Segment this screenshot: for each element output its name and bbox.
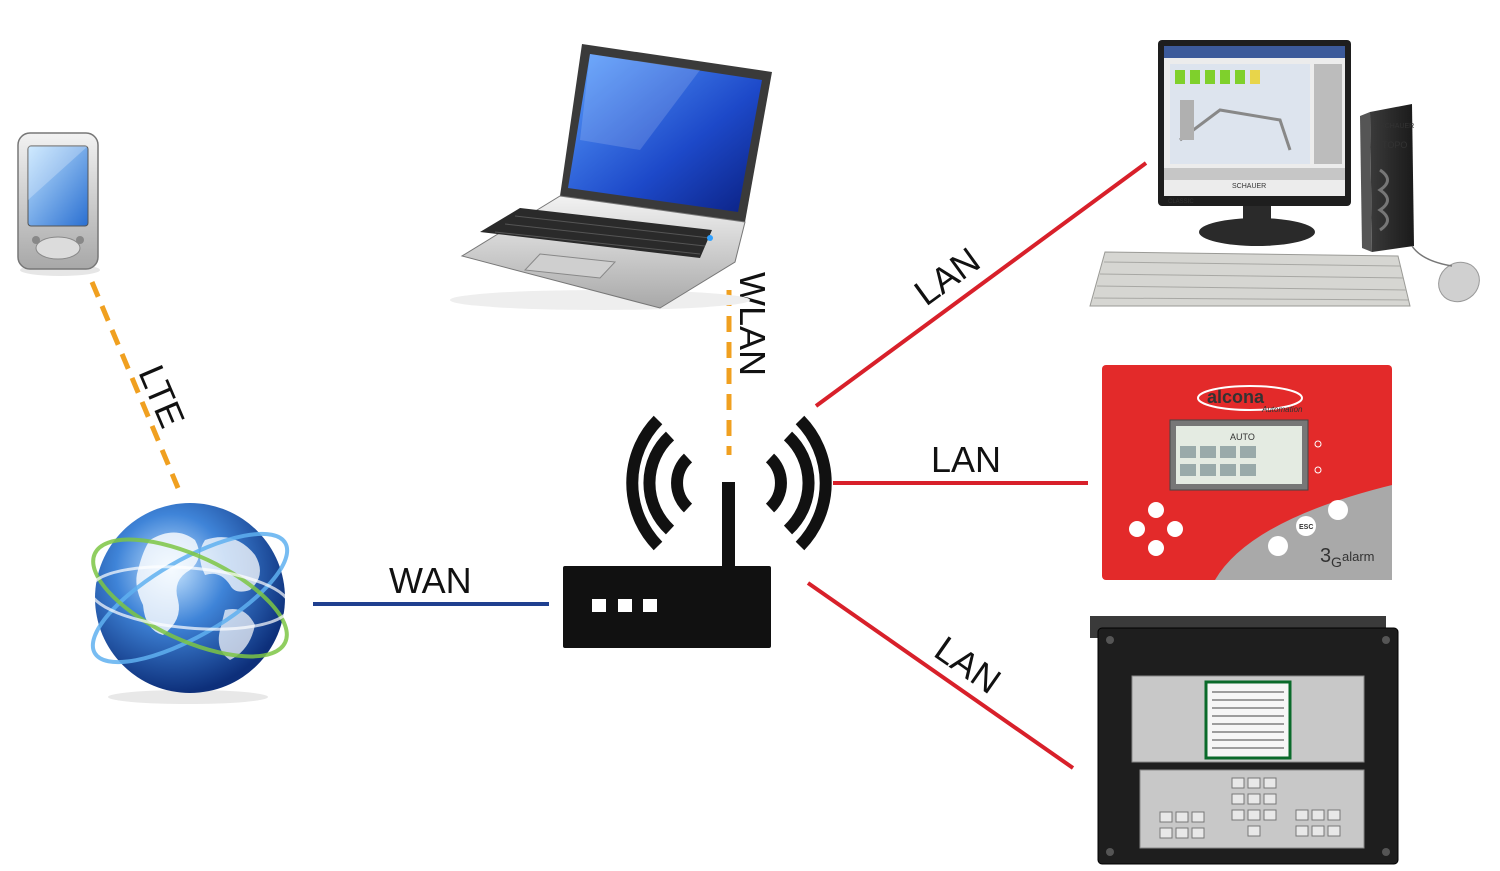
lan-link-pc: [814, 161, 1148, 408]
wan-label: WAN: [389, 560, 472, 601]
lan-label-alcona: LAN: [931, 439, 1001, 480]
desktop-pc-icon: SCHAUER CLASSIC SCHAUER TOPO: [1089, 40, 1480, 307]
smartphone-icon: [17, 132, 100, 276]
lan-label-pc: LAN: [907, 239, 988, 313]
alcona-screen-title: AUTO: [1230, 432, 1255, 442]
wireless-router-icon: [563, 415, 832, 648]
lan-link-controller: [806, 581, 1075, 770]
pc-brand-label: SCHAUER: [1232, 183, 1266, 190]
alcona-controller-icon: alcona Automation AUTO ESC 3 G alarm: [1102, 365, 1392, 580]
lan-label-controller: LAN: [927, 628, 1008, 702]
lte-link: [89, 281, 181, 489]
alcona-badge-text: alarm: [1342, 549, 1375, 564]
tower-brand-label: SCHAUER: [1380, 123, 1414, 130]
alcona-badge-number: 3: [1320, 545, 1331, 567]
internet-globe-icon: [88, 503, 292, 704]
lte-label: LTE: [131, 359, 193, 433]
alcona-brand: alcona: [1207, 387, 1265, 407]
alcona-badge-letter: G: [1331, 554, 1342, 570]
alcona-tagline: Automation: [1261, 405, 1303, 414]
tower-brand-label-2: TOPO: [1382, 140, 1407, 150]
laptop-icon: [450, 44, 772, 310]
climate-controller-icon: [1090, 616, 1399, 865]
wlan-label: WLAN: [732, 272, 773, 376]
monitor-brand-label: CLASSIC: [1168, 199, 1194, 205]
alcona-esc-label: ESC: [1299, 524, 1313, 531]
